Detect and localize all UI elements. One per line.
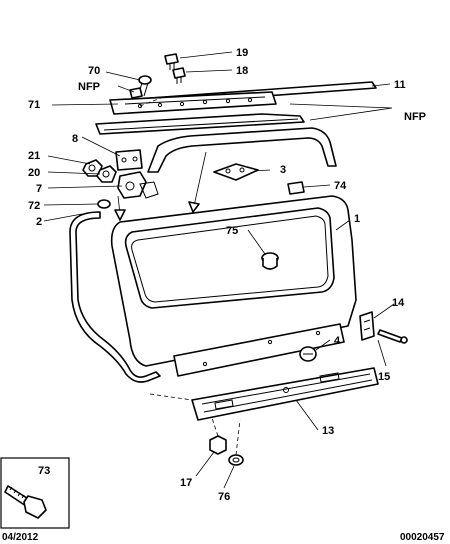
- callout-75: 75: [226, 225, 238, 237]
- footer-reference: 00020457: [400, 532, 445, 543]
- cover-part-14: [359, 311, 375, 341]
- pin-part-15: [377, 329, 408, 344]
- callout-nfp-top: NFP: [78, 81, 100, 93]
- callout-4: 4: [334, 335, 341, 347]
- hinge-part-7: [117, 171, 159, 199]
- callout-73: 73: [38, 465, 50, 477]
- nut-part-76: [228, 454, 244, 466]
- callout-13: 13: [322, 425, 334, 437]
- nut-part-20: [96, 165, 117, 183]
- upper-spoiler-part: [109, 91, 277, 115]
- tailgate-seal-part-2: [69, 211, 161, 383]
- callout-14: 14: [392, 297, 405, 309]
- callout-17: 17: [180, 477, 192, 489]
- callout-7: 7: [36, 183, 42, 195]
- leader-lines: [43, 51, 395, 489]
- inset-box-part-73: [0, 457, 70, 529]
- callout-15: 15: [378, 371, 390, 383]
- callout-8: 8: [72, 133, 78, 145]
- stop-part-74: [287, 181, 305, 195]
- clip-part-nfp: [129, 87, 143, 99]
- callout-20: 20: [28, 167, 40, 179]
- latch-plate-part-3: [213, 163, 259, 181]
- dashed-guides: [139, 95, 241, 456]
- callout-2: 2: [36, 216, 42, 228]
- washer-part-72: [97, 199, 111, 209]
- callout-19: 19: [236, 47, 248, 59]
- footer-date: 04/2012: [2, 532, 39, 543]
- lock-barrel-part-4: [299, 346, 317, 362]
- callout-18: 18: [236, 65, 248, 77]
- callout-71: 71: [28, 99, 40, 111]
- callout-72: 72: [28, 200, 40, 212]
- callout-1: 1: [354, 213, 360, 225]
- callout-11: 11: [394, 79, 406, 91]
- callout-3: 3: [280, 164, 286, 176]
- trim-panel-part-13: [191, 367, 379, 421]
- assembly-arrows: [114, 151, 207, 221]
- buffer-part-75: [261, 252, 279, 270]
- callout-74: 74: [334, 180, 347, 192]
- nut-part-17: [209, 435, 227, 455]
- spoiler-base-part: [95, 113, 305, 135]
- bolt-part-73: [4, 485, 47, 519]
- callout-21: 21: [28, 150, 40, 162]
- callout-nfp-right: NFP: [404, 111, 426, 123]
- callout-76: 76: [218, 491, 230, 503]
- screw-part-18: [172, 67, 186, 84]
- weatherstrip-arch: [147, 127, 337, 173]
- hinge-bracket-part-8: [115, 149, 143, 171]
- screw-part-19: [164, 53, 179, 70]
- callout-labels: 19 18 70 NFP 11 71 NFP 8 21 3 20 74 7 72…: [28, 47, 426, 503]
- tailgate-panel-part-1: [110, 195, 357, 377]
- callout-70: 70: [88, 65, 100, 77]
